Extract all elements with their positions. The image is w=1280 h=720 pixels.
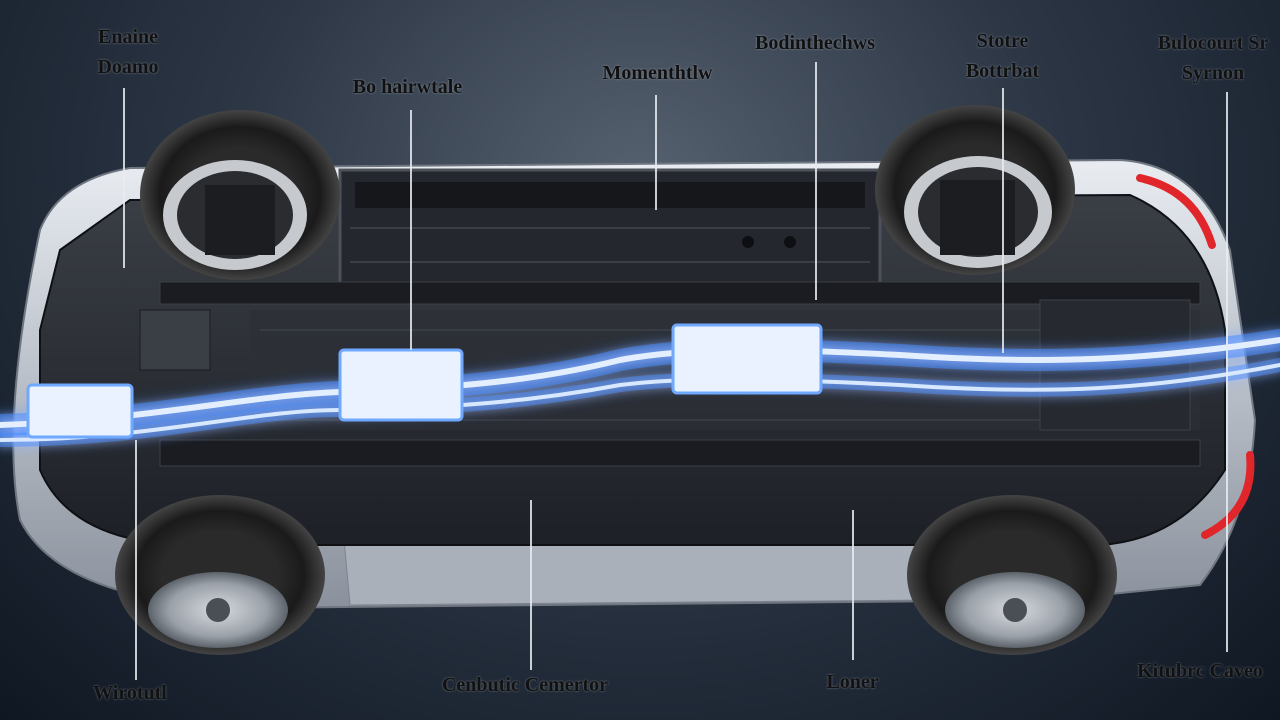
label-bodinthechws: Bodinthechws bbox=[754, 32, 876, 54]
leader-line-bodinthechws bbox=[815, 62, 817, 300]
leader-line-wirotutl bbox=[135, 440, 137, 680]
wheel-top-right bbox=[875, 105, 1075, 275]
label-stotre: Stotre Bottrbat bbox=[965, 30, 1040, 82]
wheel-top-left bbox=[140, 110, 340, 280]
wheel-bottom-left bbox=[115, 495, 325, 655]
muffler-front bbox=[26, 383, 134, 439]
label-loner: Loner bbox=[826, 671, 879, 693]
leader-line-engine bbox=[123, 88, 125, 268]
label-kitubrc: Kitubrc Caveo bbox=[1137, 660, 1263, 682]
muffler-center bbox=[671, 323, 823, 395]
label-wirotutl: Wirotutl bbox=[93, 682, 167, 704]
tail-light-lower bbox=[1201, 451, 1255, 539]
leader-line-loner bbox=[852, 510, 854, 660]
catalytic-box bbox=[338, 348, 464, 422]
label-engine: Enaine Doamo bbox=[97, 26, 159, 78]
exhaust-system bbox=[0, 329, 1280, 447]
tail-light-upper bbox=[1136, 174, 1216, 249]
leader-line-bo-hairwtale bbox=[410, 110, 412, 350]
leader-line-cenbutic bbox=[530, 500, 532, 670]
leader-line-bulocourt bbox=[1226, 92, 1228, 652]
label-cenbutic: Cenbutic Cemertor bbox=[441, 674, 609, 696]
leader-line-momenthtlw bbox=[655, 95, 657, 210]
label-momenthtlw: Momenthtlw bbox=[602, 62, 713, 84]
leader-line-stotre bbox=[1002, 88, 1004, 353]
wheel-bottom-right bbox=[907, 495, 1117, 655]
label-bo-hairwtale: Bo hairwtale bbox=[352, 76, 463, 98]
label-bulocourt: Bulocourt Sr Syrnon bbox=[1157, 32, 1269, 84]
